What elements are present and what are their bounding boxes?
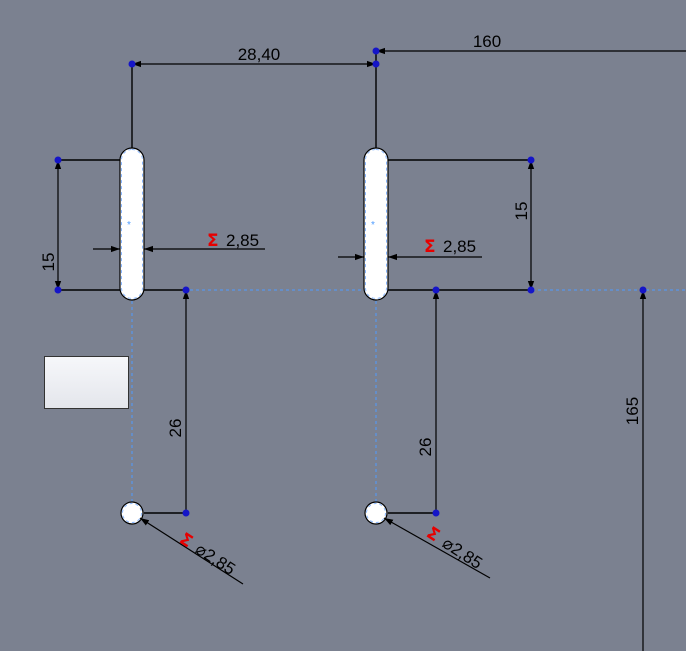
dimension-left-vertical-label: 26 (166, 419, 185, 438)
sketch-points (54, 47, 647, 517)
dimension-slot-width-right[interactable]: Σ 2,85 (338, 237, 482, 261)
hole-left[interactable] (120, 501, 144, 525)
sketch-point[interactable] (372, 60, 380, 68)
sketch-point[interactable] (128, 60, 136, 68)
dimension-top-width-label: 28,40 (238, 45, 281, 64)
dimension-mid-vertical[interactable]: 26 (388, 290, 440, 514)
sketch-point[interactable] (182, 286, 190, 294)
dimension-slot-width-right-label: 2,85 (443, 237, 476, 256)
sigma-icon: Σ (176, 529, 197, 552)
dimension-slot-width-left[interactable]: Σ 2,85 (93, 231, 265, 253)
hole-right[interactable] (364, 501, 388, 525)
sketch-point[interactable] (182, 509, 190, 517)
dimension-far-right-vertical-label: 165 (623, 397, 642, 425)
svg-text:*: * (371, 220, 375, 231)
sketch-point[interactable] (432, 509, 440, 517)
sketch-point[interactable] (372, 47, 380, 55)
svg-text:*: * (127, 220, 131, 231)
sketch-point[interactable] (432, 286, 440, 294)
dimension-left-height-label: 15 (39, 253, 58, 272)
dimension-far-right-vertical[interactable]: 165 (623, 290, 647, 651)
dimension-hole-diameter-right-label: ⌀2,85 (439, 533, 486, 573)
dimension-right-height[interactable]: 15 (512, 160, 535, 290)
sigma-icon: Σ (423, 523, 444, 546)
sketch-point[interactable] (527, 286, 535, 294)
dimension-input-box[interactable] (44, 356, 129, 409)
sketch-point[interactable] (527, 156, 535, 164)
sigma-icon: Σ (424, 237, 436, 257)
dimension-hole-diameter-right[interactable]: Σ ⌀2,85 (383, 517, 491, 579)
dimension-hole-diameter-left-label: ⌀2,85 (192, 539, 239, 579)
slot-left[interactable]: * (119, 147, 145, 301)
dimension-top-right-label: 160 (473, 32, 501, 51)
construction-lines (130, 289, 686, 510)
dimension-slot-width-left-label: 2,85 (226, 231, 259, 250)
slot-right[interactable]: * (363, 147, 389, 301)
sketch-point[interactable] (639, 286, 647, 294)
dimension-left-vertical[interactable]: 26 (144, 290, 190, 514)
dimension-top-right[interactable]: 160 (376, 32, 686, 55)
dimension-mid-vertical-label: 26 (416, 438, 435, 457)
dimension-hole-diameter-left[interactable]: Σ ⌀2,85 (139, 517, 244, 585)
dimension-top-width[interactable]: 28,40 (132, 45, 376, 68)
dimension-left-height[interactable]: 15 (39, 160, 62, 290)
sigma-icon: Σ (207, 231, 219, 251)
sketch-point[interactable] (54, 286, 62, 294)
dimension-right-height-label: 15 (512, 202, 531, 221)
sketch-point[interactable] (54, 156, 62, 164)
